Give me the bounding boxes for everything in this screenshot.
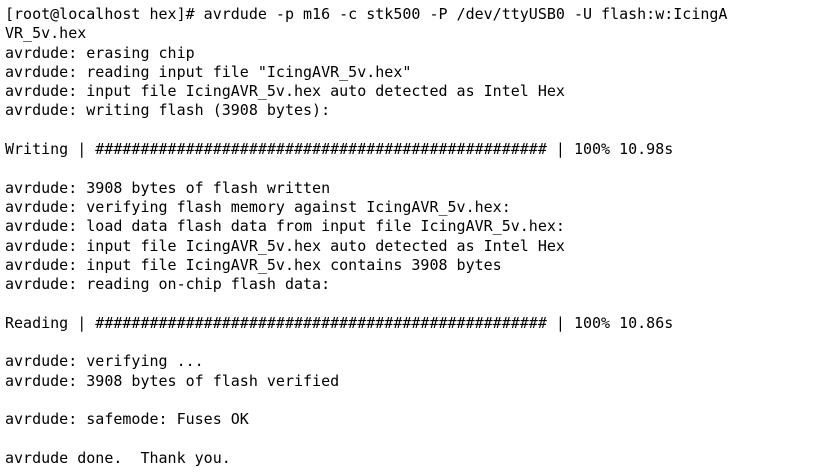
blank-line — [5, 294, 839, 313]
blank-line — [5, 159, 839, 178]
reading-progress-line: Reading | ##############################… — [5, 313, 674, 332]
output-line: avrdude: reading input file "IcingAVR_5v… — [5, 62, 412, 81]
output-line: avrdude: load data flash data from input… — [5, 217, 565, 236]
writing-progress-line: Writing | ##############################… — [5, 140, 674, 159]
command-line-wrap: VR_5v.hex — [5, 24, 87, 43]
output-line: avrdude: safemode: Fuses OK — [5, 410, 249, 429]
blank-line — [5, 430, 839, 449]
output-line: avrdude: 3908 bytes of flash written — [5, 178, 331, 197]
output-line: avrdude: erasing chip — [5, 43, 195, 62]
output-line: avrdude: writing flash (3908 bytes): — [5, 101, 331, 120]
output-line: avrdude: input file IcingAVR_5v.hex cont… — [5, 255, 502, 274]
output-line: avrdude: verifying flash memory against … — [5, 197, 511, 216]
output-line: avrdude: input file IcingAVR_5v.hex auto… — [5, 236, 565, 255]
blank-line — [5, 391, 839, 410]
blank-line — [5, 333, 839, 352]
command-line: [root@localhost hex]# avrdude -p m16 -c … — [5, 5, 728, 23]
output-line: avrdude: reading on-chip flash data: — [5, 275, 331, 294]
output-line: avrdude: input file IcingAVR_5v.hex auto… — [5, 82, 565, 101]
output-line: avrdude: verifying ... — [5, 352, 204, 371]
blank-line — [5, 121, 839, 140]
output-line: avrdude done. Thank you. — [5, 448, 231, 467]
output-line: avrdude: 3908 bytes of flash verified — [5, 371, 340, 390]
